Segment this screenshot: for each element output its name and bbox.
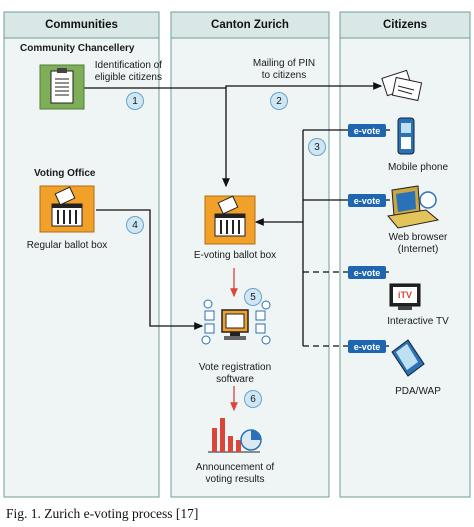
evote-badge-pda: e-vote: [348, 340, 386, 353]
step-marker-2: 2: [270, 92, 288, 110]
evoting-ballot-box-icon: [204, 195, 256, 245]
regular-ballot-box-label: Regular ballot box: [26, 240, 108, 251]
mailing-label-line2: to citizens: [261, 70, 307, 81]
mobile-phone-icon: [397, 117, 415, 155]
identification-label-line1: Identification of: [94, 60, 162, 71]
vote-registration-software-icon: [201, 299, 271, 345]
interactive-tv-label: Interactive TV: [387, 316, 449, 327]
pda-wap-label: PDA/WAP: [395, 386, 441, 397]
tv-icon: [389, 283, 421, 310]
step-marker-6: 6: [244, 390, 262, 408]
results-chart-icon: [208, 418, 262, 453]
community-chancellery-label: Community Chancellery: [20, 43, 135, 54]
step-marker-5: 5: [244, 288, 262, 306]
web-browser-label-line2: (Internet): [397, 244, 439, 255]
vote-registration-label-line2: software: [216, 374, 254, 385]
evote-badge-web: e-vote: [348, 194, 386, 207]
vote-registration-label-line1: Vote registration: [198, 362, 272, 373]
step-marker-3: 3: [308, 138, 326, 156]
pda-icon: [391, 339, 425, 377]
flow-regular-ballot-arrow: [96, 209, 204, 330]
figure-caption: Fig. 1. Zurich e-voting process [17]: [6, 506, 199, 521]
identification-label-line2: eligible citizens: [94, 72, 162, 83]
announcement-label-line1: Announcement of: [195, 462, 275, 473]
column-header-communities: Communities: [45, 19, 118, 31]
evote-badge-itv: e-vote: [348, 266, 386, 279]
laptop-icon: [387, 185, 440, 229]
web-browser-label-line1: Web browser: [388, 232, 448, 243]
itv-logo-text: iTV: [397, 290, 412, 300]
voting-office-label: Voting Office: [34, 168, 96, 179]
evote-badge-mobile: e-vote: [348, 124, 386, 137]
column-header-canton: Canton Zurich: [211, 19, 289, 31]
step-marker-4: 4: [126, 216, 144, 234]
step-marker-1: 1: [126, 92, 144, 110]
flow-mailing-arrow: [225, 82, 383, 90]
clipboard-icon: [39, 64, 85, 110]
evoting-ballot-box-label: E-voting ballot box: [193, 250, 277, 261]
citizens-column: [339, 11, 471, 498]
mobile-phone-label: Mobile phone: [387, 162, 449, 173]
announcement-label-line2: voting results: [205, 474, 265, 485]
regular-ballot-box-icon: [39, 185, 95, 233]
mail-icon: [381, 69, 423, 102]
mailing-label-line1: Mailing of PIN: [252, 58, 316, 69]
column-header-citizens: Citizens: [382, 19, 428, 31]
